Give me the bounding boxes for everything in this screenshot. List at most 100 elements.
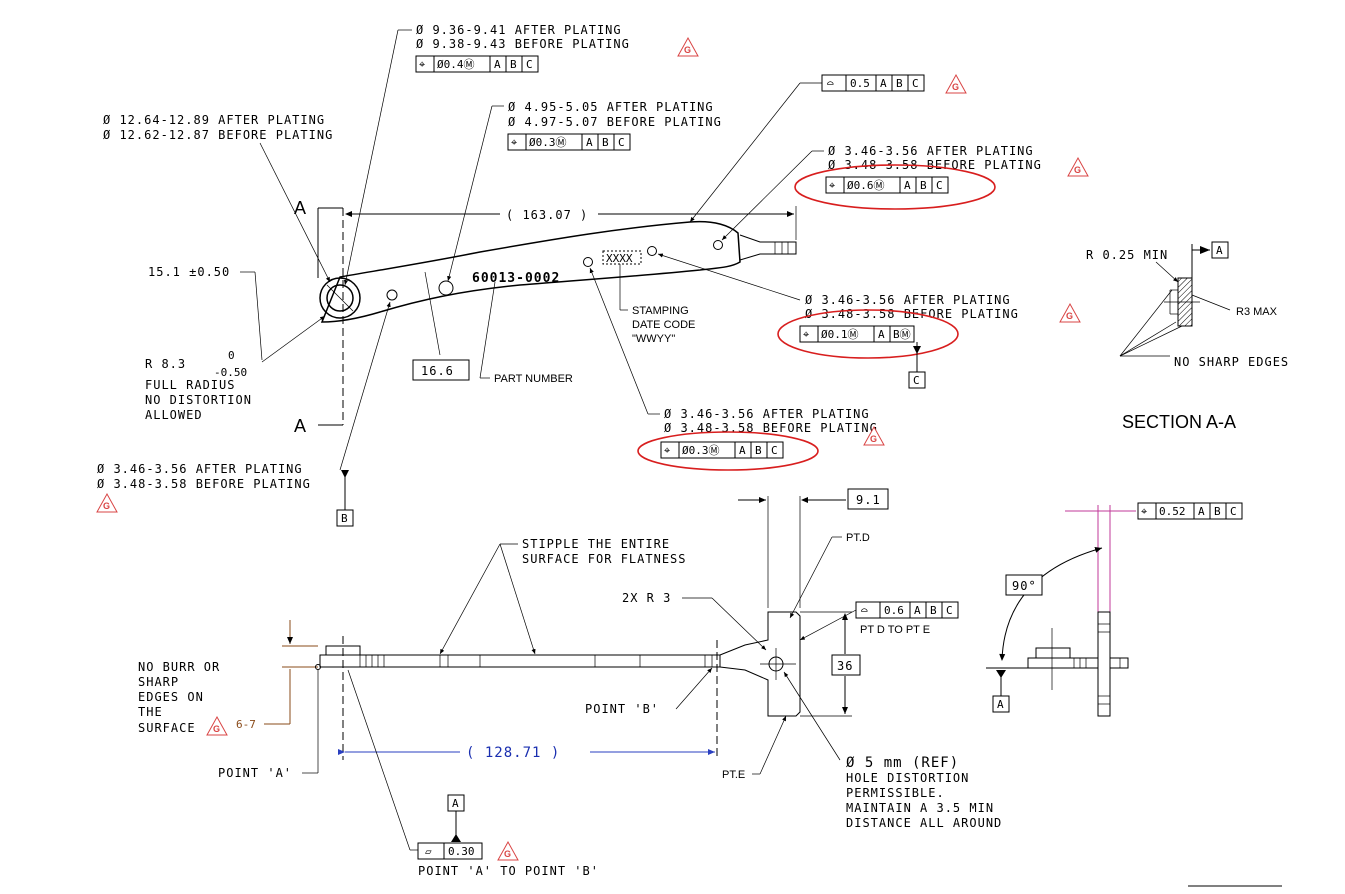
hole-note-5: DISTANCE ALL AROUND bbox=[846, 816, 1002, 830]
svg-text:B: B bbox=[1214, 505, 1221, 518]
outer-dia-after: Ø 12.64-12.89 AFTER PLATING bbox=[103, 113, 325, 127]
point-a: POINT 'A' bbox=[218, 766, 292, 780]
highlight-right-hole bbox=[794, 164, 996, 210]
no-burr-1: NO BURR OR bbox=[138, 660, 220, 674]
hole-note-1: Ø 5 mm (REF) bbox=[846, 755, 959, 771]
svg-text:A: A bbox=[878, 328, 885, 341]
part-number-label: PART NUMBER bbox=[494, 373, 573, 385]
svg-text:A: A bbox=[914, 604, 921, 617]
hole-right bbox=[713, 240, 723, 250]
point-b: POINT 'B' bbox=[585, 702, 659, 716]
svg-text:⌓: ⌓ bbox=[827, 77, 834, 90]
profile-fcf-top: ⌓ 0.5 A B C bbox=[821, 74, 925, 92]
svg-text:B: B bbox=[930, 604, 937, 617]
mid-hole-after: Ø 4.95-5.05 AFTER PLATING bbox=[508, 100, 714, 114]
section-r-min: R 0.25 MIN bbox=[1086, 248, 1168, 262]
svg-text:Ø0.3Ⓜ: Ø0.3Ⓜ bbox=[529, 136, 567, 149]
dim-6-7: 6-7 bbox=[236, 718, 256, 731]
section-title: SECTION A-A bbox=[1122, 412, 1236, 432]
top-view: XXXX 60013-0002 A A ( 163.07 ) 15.1 ±0.5… bbox=[97, 23, 1042, 527]
stamping-note-1: STAMPING bbox=[632, 305, 689, 317]
svg-text:Ø0.6Ⓜ: Ø0.6Ⓜ bbox=[847, 179, 885, 192]
flatness-datum-a: A bbox=[452, 797, 459, 810]
no-burr-2: SHARP bbox=[138, 675, 179, 689]
svg-text:0.52: 0.52 bbox=[1159, 505, 1186, 518]
hole-lower bbox=[583, 257, 593, 267]
section-mark-bottom: A bbox=[294, 416, 306, 436]
svg-text:B: B bbox=[920, 179, 927, 192]
no-burr-5: SURFACE bbox=[138, 721, 196, 735]
radius-lower: -0.50 bbox=[214, 366, 247, 379]
dim-36: 36 bbox=[837, 659, 853, 673]
stamp-box-text: XXXX bbox=[606, 252, 633, 265]
part-number-value: 60013-0002 bbox=[472, 271, 560, 286]
hole-note-4: MAINTAIN A 3.5 MIN bbox=[846, 801, 994, 815]
c-hole-after: Ø 3.46-3.56 AFTER PLATING bbox=[805, 293, 1011, 307]
c-hole-before: Ø 3.48-3.58 BEFORE PLATING bbox=[805, 307, 1019, 321]
highlight-c-hole bbox=[777, 309, 959, 359]
right-hole-before: Ø 3.48-3.58 BEFORE PLATING bbox=[828, 158, 1042, 172]
stipple-note-1: STIPPLE THE ENTIRE bbox=[522, 537, 670, 551]
hole-c bbox=[647, 246, 657, 256]
end-view-fcf: ⌖ 0.52 A B C bbox=[1137, 502, 1243, 520]
revision-marks: G G G G G G G G bbox=[96, 36, 1089, 861]
section-r-max: R3 MAX bbox=[1236, 306, 1278, 318]
svg-text:Ø0.4Ⓜ: Ø0.4Ⓜ bbox=[437, 58, 475, 71]
mid-hole-before: Ø 4.97-5.07 BEFORE PLATING bbox=[508, 115, 722, 129]
radius-note-1: FULL RADIUS bbox=[145, 378, 235, 392]
svg-text:A: A bbox=[494, 58, 501, 71]
hole-note-3: PERMISSIBLE. bbox=[846, 786, 945, 800]
svg-text:G: G bbox=[213, 724, 220, 734]
svg-text:C: C bbox=[526, 58, 533, 71]
stipple-note-2: SURFACE FOR FLATNESS bbox=[522, 552, 687, 566]
big-hole-outer bbox=[319, 277, 361, 319]
hole-mid bbox=[438, 280, 454, 296]
stamping-note-3: "WWYY" bbox=[632, 333, 675, 345]
radius-note-3: ALLOWED bbox=[145, 408, 203, 422]
svg-text:⌖: ⌖ bbox=[419, 58, 425, 71]
svg-text:Ø0.3Ⓜ: Ø0.3Ⓜ bbox=[682, 444, 720, 457]
dim-16-6: 16.6 bbox=[421, 364, 454, 378]
dim-9-1: 9.1 bbox=[856, 493, 881, 507]
radius-note-2: NO DISTORTION bbox=[145, 393, 252, 407]
stamping-note-2: DATE CODE bbox=[632, 319, 695, 331]
svg-text:⌖: ⌖ bbox=[511, 136, 517, 149]
svg-text:C: C bbox=[618, 136, 625, 149]
svg-text:⌖: ⌖ bbox=[664, 444, 670, 457]
svg-text:⌖: ⌖ bbox=[803, 328, 809, 341]
svg-text:A: A bbox=[1198, 505, 1205, 518]
svg-text:⌖: ⌖ bbox=[1141, 505, 1147, 518]
pt-e-label: PT.E bbox=[722, 769, 745, 781]
svg-text:C: C bbox=[936, 179, 943, 192]
section-datum-a: A bbox=[1216, 244, 1223, 257]
big-hole-fcf: ⌖ Ø0.4Ⓜ A B C bbox=[415, 55, 539, 73]
svg-text:G: G bbox=[870, 434, 877, 444]
svg-text:G: G bbox=[952, 82, 959, 92]
big-hole-after: Ø 9.36-9.41 AFTER PLATING bbox=[416, 23, 622, 37]
no-burr-4: THE bbox=[138, 705, 163, 719]
side-view: STIPPLE THE ENTIRE SURFACE FOR FLATNESS … bbox=[138, 488, 1002, 878]
svg-text:0.6: 0.6 bbox=[884, 604, 904, 617]
svg-text:0.30: 0.30 bbox=[448, 845, 475, 858]
datum-b: B bbox=[341, 512, 348, 525]
right-hole-fcf: ⌖ Ø0.6Ⓜ A B C bbox=[825, 176, 949, 194]
lower-hole-after: Ø 3.46-3.56 AFTER PLATING bbox=[664, 407, 870, 421]
outer-dia-before: Ø 12.62-12.87 BEFORE PLATING bbox=[103, 128, 333, 142]
svg-text:Ø0.1Ⓜ: Ø0.1Ⓜ bbox=[821, 328, 859, 341]
end-view: ⌖ 0.52 A B C A 90° bbox=[986, 502, 1243, 717]
svg-text:A: A bbox=[739, 444, 746, 457]
right-hole-after: Ø 3.46-3.56 AFTER PLATING bbox=[828, 144, 1034, 158]
big-hole-before: Ø 9.38-9.43 BEFORE PLATING bbox=[416, 37, 630, 51]
highlight-lower-hole bbox=[637, 431, 819, 471]
svg-text:A: A bbox=[880, 77, 887, 90]
end-datum-a: A bbox=[997, 698, 1004, 711]
svg-text:⌓: ⌓ bbox=[861, 604, 868, 617]
svg-text:BⓂ: BⓂ bbox=[893, 328, 911, 341]
datum-c: C bbox=[913, 374, 920, 387]
svg-text:G: G bbox=[684, 45, 691, 55]
big-hole-inner bbox=[326, 284, 354, 312]
hole-note-2: HOLE DISTORTION bbox=[846, 771, 969, 785]
svg-text:C: C bbox=[771, 444, 778, 457]
section-no-sharp: NO SHARP EDGES bbox=[1174, 355, 1289, 369]
